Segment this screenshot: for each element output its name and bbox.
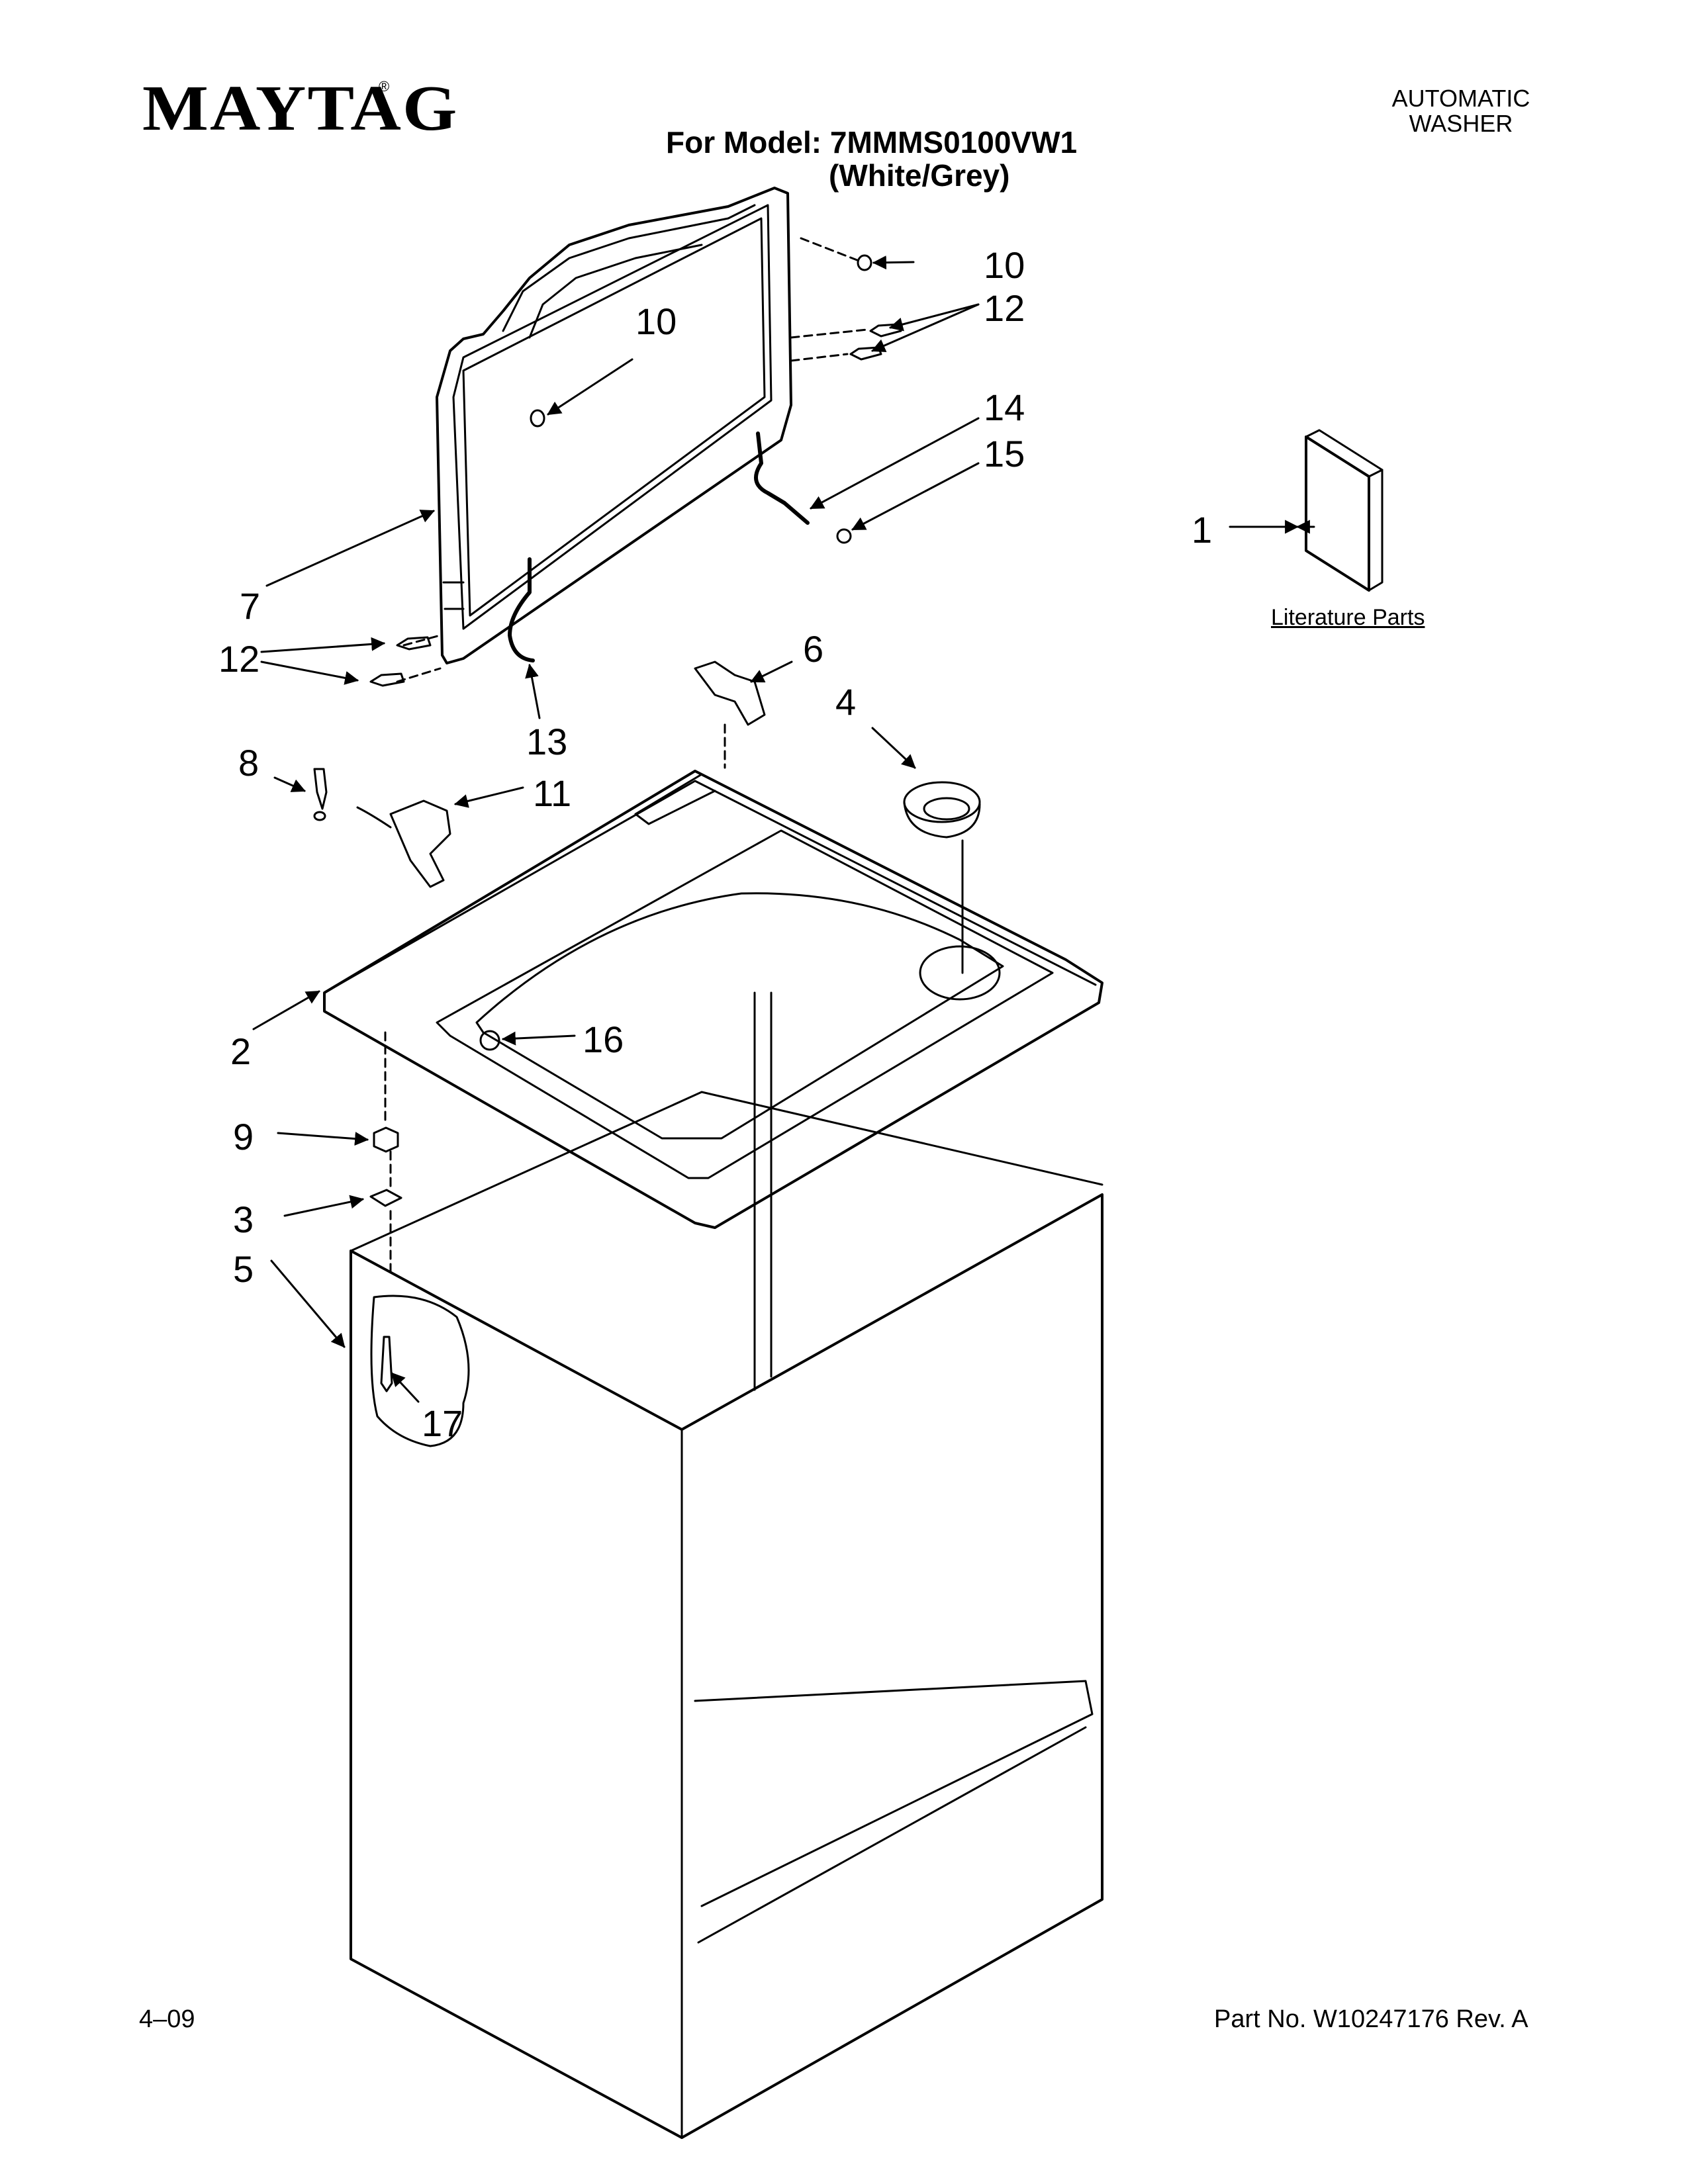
part-number: Part No. W10247176 Rev. A bbox=[1214, 2005, 1528, 2033]
callout-10a: 10 bbox=[984, 244, 1025, 286]
callout-11: 11 bbox=[533, 772, 571, 814]
callout-5: 5 bbox=[233, 1248, 254, 1290]
callout-8: 8 bbox=[238, 742, 259, 784]
brand-logo: MAYTAG bbox=[142, 73, 459, 144]
product-type: AUTOMATIC WASHER bbox=[1391, 86, 1530, 136]
small-parts bbox=[313, 237, 981, 1392]
callout-10b: 10 bbox=[635, 300, 677, 342]
washer-lid bbox=[436, 187, 792, 664]
callout-4: 4 bbox=[835, 681, 856, 723]
callout-12a: 12 bbox=[984, 287, 1025, 329]
model-color: (White/Grey) bbox=[829, 158, 1010, 193]
callout-9: 9 bbox=[233, 1116, 254, 1158]
callout-12b: 12 bbox=[218, 638, 259, 680]
model-number: For Model: 7MMMS0100VW1 bbox=[666, 125, 1078, 159]
publish-date: 4–09 bbox=[139, 2005, 195, 2033]
callout-arrows bbox=[252, 255, 1315, 1403]
hinge-rods bbox=[508, 432, 810, 662]
callout-15: 15 bbox=[984, 433, 1025, 475]
callout-7: 7 bbox=[240, 585, 260, 627]
top-panel bbox=[323, 770, 1103, 1229]
registered-mark: ® bbox=[379, 78, 390, 95]
callout-6: 6 bbox=[803, 628, 823, 670]
callout-16: 16 bbox=[583, 1019, 624, 1060]
product-type-line1: AUTOMATIC bbox=[1391, 85, 1530, 112]
callout-3: 3 bbox=[233, 1199, 254, 1240]
callout-13: 13 bbox=[526, 721, 567, 762]
product-type-line2: WASHER bbox=[1409, 110, 1513, 137]
literature-parts-label: Literature Parts bbox=[1271, 605, 1425, 630]
callout-1: 1 bbox=[1192, 509, 1212, 551]
callout-2: 2 bbox=[230, 1030, 251, 1072]
cabinet bbox=[350, 1058, 1103, 2139]
literature-booklet bbox=[1305, 429, 1383, 592]
callout-17: 17 bbox=[422, 1402, 463, 1444]
callout-labels: 1 2 3 4 5 6 7 8 9 10 10 11 12 12 13 14 1… bbox=[218, 244, 1212, 1444]
callout-14: 14 bbox=[984, 387, 1025, 428]
